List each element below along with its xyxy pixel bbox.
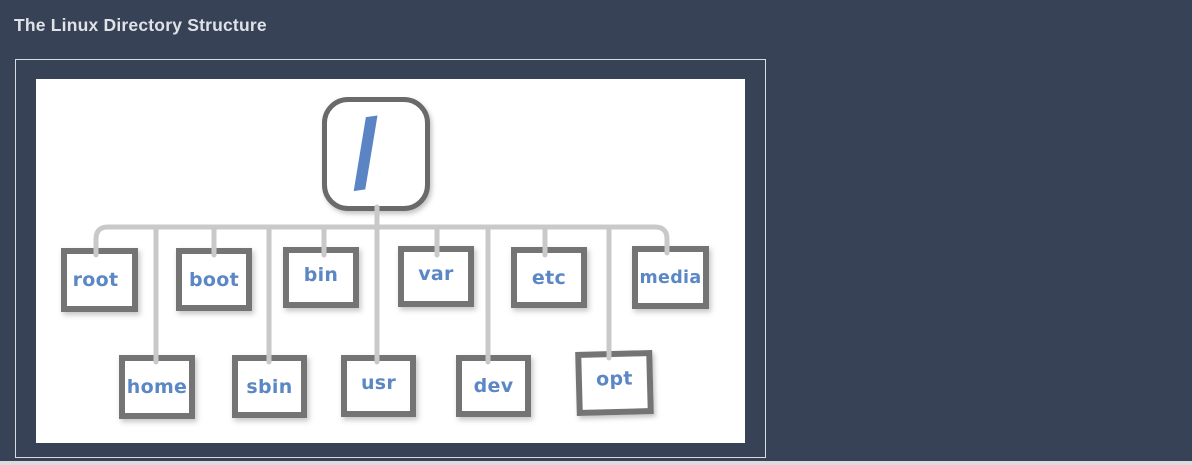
node-label: root bbox=[72, 269, 119, 291]
linux-directory-diagram: / root boot bin var etc media home sbin … bbox=[36, 79, 745, 443]
node-home: home bbox=[119, 355, 195, 419]
node-label: usr bbox=[360, 372, 397, 394]
node-label: var bbox=[418, 262, 454, 285]
node-usr: usr bbox=[341, 355, 416, 417]
node-root: root bbox=[61, 248, 138, 312]
figure-panel: / root boot bin var etc media home sbin … bbox=[15, 59, 766, 458]
node-label: sbin bbox=[246, 375, 293, 398]
node-sbin: sbin bbox=[232, 355, 307, 418]
root-node: / bbox=[322, 97, 430, 211]
node-opt: opt bbox=[575, 350, 654, 416]
node-var: var bbox=[398, 246, 474, 307]
node-label: dev bbox=[473, 375, 514, 397]
page-title: The Linux Directory Structure bbox=[14, 15, 267, 35]
node-media: media bbox=[632, 246, 709, 309]
bottom-edge-strip bbox=[0, 461, 1192, 465]
node-label: opt bbox=[595, 367, 633, 391]
node-label: bin bbox=[303, 263, 339, 286]
node-etc: etc bbox=[511, 247, 587, 308]
node-dev: dev bbox=[456, 355, 531, 417]
root-slash-label: / bbox=[342, 99, 389, 203]
node-label: etc bbox=[531, 266, 567, 289]
node-label: home bbox=[126, 376, 188, 398]
node-boot: boot bbox=[176, 248, 252, 311]
node-bin: bin bbox=[283, 247, 359, 308]
node-label: boot bbox=[189, 268, 239, 291]
node-label: media bbox=[639, 267, 702, 288]
